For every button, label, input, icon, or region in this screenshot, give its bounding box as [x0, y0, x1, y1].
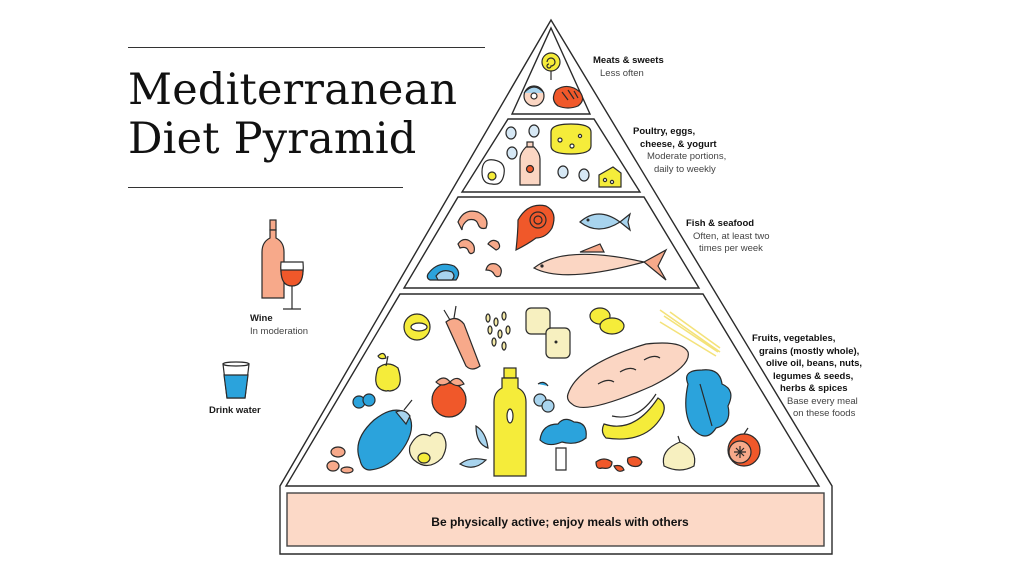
eggplant-icon — [357, 399, 413, 471]
baguette-icon — [566, 342, 689, 409]
donut-icon — [523, 85, 545, 107]
page-title: Mediterranean Diet Pyramid — [128, 65, 458, 164]
egg-icon — [505, 124, 590, 182]
avocado-icon — [408, 431, 447, 467]
herb-leaves-icon — [458, 424, 489, 468]
broccoli-icon — [539, 418, 587, 471]
water-glass-icon — [222, 361, 250, 399]
cheese-wedge-icon — [598, 166, 622, 188]
grains-icon — [485, 311, 511, 351]
olive-oil-bottle-icon — [493, 367, 527, 477]
cheese-wheel-icon — [550, 123, 592, 155]
tier-label-fish-seafood: Fish & seafood Often, at least two times… — [686, 218, 770, 254]
title-rule-top — [128, 47, 485, 48]
banana-icon — [601, 393, 665, 440]
large-fish-icon — [532, 243, 668, 281]
pasta-icon — [659, 309, 721, 357]
shrimp-icon — [457, 210, 502, 278]
tier-label-meats-sweets: Meats & sweets Less often — [593, 55, 664, 79]
fried-egg-icon — [481, 159, 505, 185]
almonds-icon — [326, 446, 354, 474]
lettuce-icon — [685, 369, 732, 437]
pyramid-outline — [279, 18, 833, 555]
tier-label-poultry-dairy: Poultry, eggs, cheese, & yogurt Moderate… — [633, 126, 727, 175]
onion-icon — [403, 313, 431, 341]
wine-label: Wine In moderation — [250, 313, 309, 337]
tier-label-plants: Fruits, vegetables, grains (mostly whole… — [752, 333, 863, 419]
grapefruit-icon — [727, 427, 761, 467]
bread-slices-icon — [525, 307, 571, 359]
potatoes-icon — [589, 307, 625, 335]
apple-icon — [375, 352, 401, 392]
tier-fish-seafood-foods — [426, 204, 668, 281]
tier-meats-sweets-foods — [523, 52, 584, 109]
water-label: Drink water — [209, 405, 261, 416]
tier-plants-foods — [326, 305, 761, 477]
blueberries-icon — [352, 393, 376, 409]
wine-icon — [261, 219, 304, 310]
footer-message: Be physically active; enjoy meals with o… — [431, 515, 689, 529]
milk-bottle-icon — [519, 141, 541, 186]
beans-icon — [595, 456, 643, 472]
carrot-icon — [443, 305, 481, 370]
tier-poultry-dairy-foods — [481, 123, 622, 188]
garlic-icon — [662, 435, 696, 471]
blue-fish-icon — [579, 212, 632, 232]
salmon-steak-icon — [515, 204, 555, 252]
footer-box — [286, 492, 825, 547]
orange-icon — [431, 377, 467, 418]
olives-icon — [533, 381, 555, 413]
steak-icon — [552, 85, 584, 109]
lollipop-icon — [541, 52, 561, 80]
title-rule-bottom — [128, 187, 403, 188]
clam-icon — [426, 263, 460, 281]
